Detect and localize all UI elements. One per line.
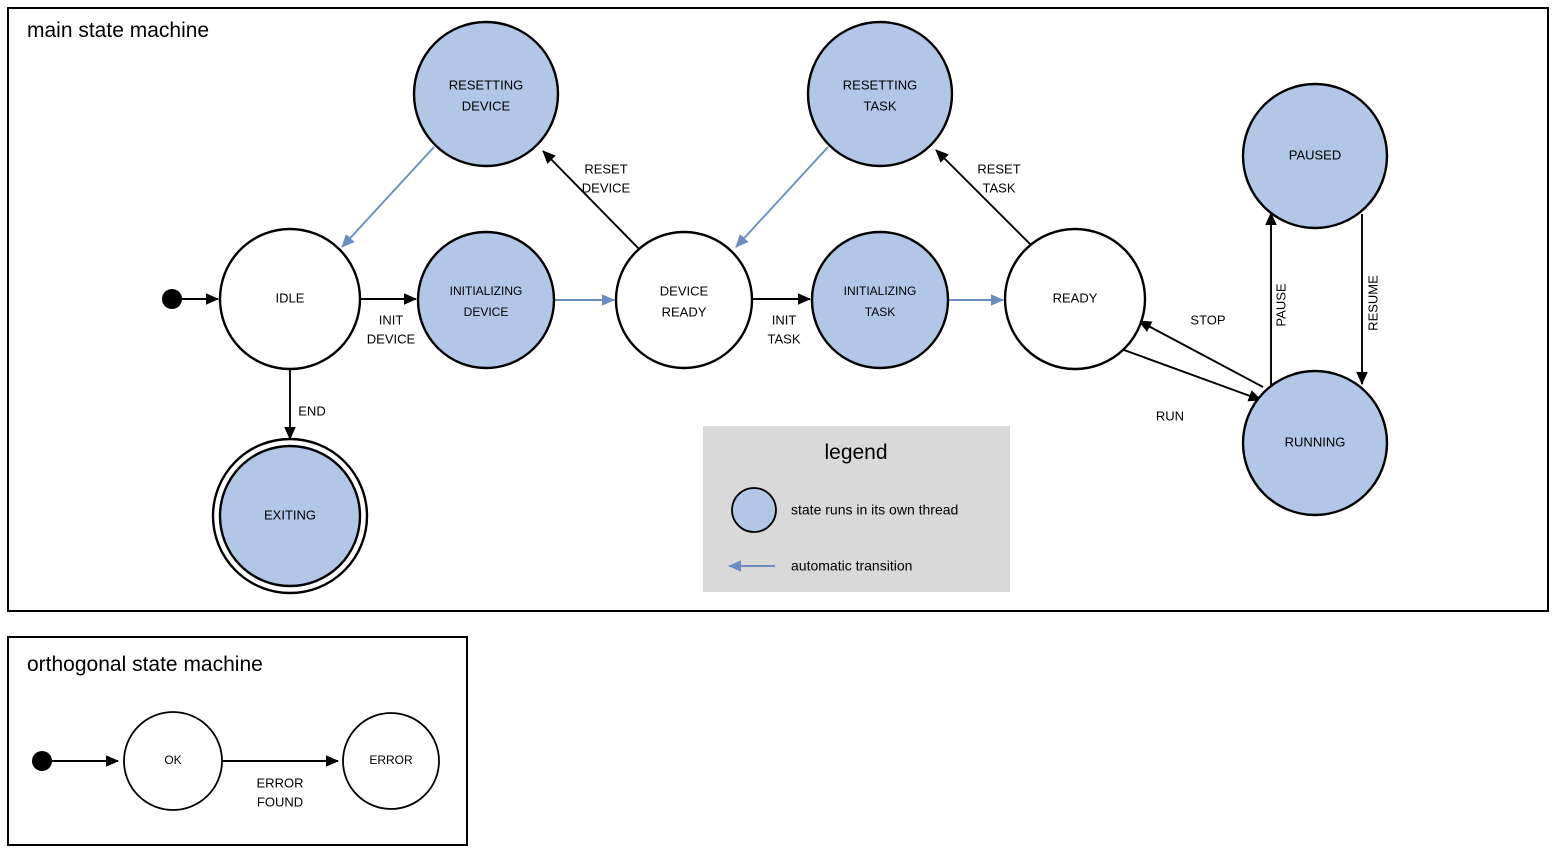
orthogonal-state-machine-title: orthogonal state machine [27, 653, 263, 676]
state-paused-shape[interactable] [1241, 82, 1389, 230]
state-paused-label: PAUSED [1289, 147, 1342, 162]
state-initializing-task[interactable]: INITIALIZING TASK [810, 230, 950, 370]
transition-ok-error: ERROR FOUND [222, 755, 340, 809]
state-resetting-task[interactable]: RESETTING TASK [806, 20, 954, 168]
transition-ready-reset-task: RESET TASK [935, 149, 1037, 251]
edge-label-init-device-line1: INIT [379, 312, 404, 327]
legend-item-thread-label: state runs in its own thread [791, 502, 958, 518]
transition-reset-device-idle [341, 146, 435, 248]
edge-label-pause: PAUSE [1273, 283, 1288, 326]
state-initializing-device[interactable]: INITIALIZING DEVICE [416, 230, 556, 370]
state-error-label: ERROR [369, 753, 413, 767]
transition-idle-end-exiting: END [284, 369, 326, 441]
edge-label-resume: RESUME [1365, 275, 1380, 331]
state-ok[interactable]: OK [123, 711, 223, 811]
transition-start-ok [32, 751, 120, 771]
state-initializing-device-label-line1: INITIALIZING [450, 284, 523, 298]
state-idle-label: IDLE [276, 290, 305, 305]
state-ok-shape[interactable] [123, 711, 223, 811]
edge-ready-running-run [1123, 349, 1262, 402]
state-paused[interactable]: PAUSED [1241, 82, 1389, 230]
legend-item-auto-label: automatic transition [791, 558, 912, 574]
transition-idle-init-device: INIT DEVICE [360, 293, 418, 346]
state-resetting-task-label-line2: TASK [864, 98, 897, 113]
edge-label-error-found-line2: FOUND [257, 794, 303, 809]
state-running[interactable]: RUNNING [1241, 369, 1389, 517]
edge-label-stop: STOP [1190, 312, 1225, 327]
state-ready[interactable]: READY [1003, 227, 1147, 371]
transition-running-pause-paused: PAUSE [1265, 211, 1288, 385]
edge-label-end: END [298, 403, 325, 418]
legend: legend state runs in its own thread auto… [703, 426, 1010, 592]
legend-thread-circle-icon [731, 487, 777, 533]
state-device-ready-label-line1: DEVICE [660, 283, 709, 298]
transition-device-ready-reset-device: RESET DEVICE [542, 150, 644, 254]
state-device-ready-shape[interactable] [614, 230, 754, 370]
edge-label-reset-task-line1: RESET [977, 161, 1020, 176]
transition-start-idle [162, 289, 220, 309]
edge-label-reset-device-line2: DEVICE [582, 180, 631, 195]
edge-ready-reset-task [935, 149, 1037, 251]
state-resetting-device-label-line1: RESETTING [449, 77, 523, 92]
state-initializing-device-shape[interactable] [416, 230, 556, 370]
orthogonal-initial-state-marker [32, 751, 52, 771]
legend-title: legend [824, 441, 887, 464]
state-idle-shape[interactable] [218, 227, 362, 371]
state-initializing-task-shape[interactable] [810, 230, 950, 370]
state-running-label: RUNNING [1285, 434, 1346, 449]
edge-device-ready-reset-device [542, 150, 644, 254]
transition-device-ready-init-task: INIT TASK [752, 293, 812, 346]
edge-label-run: RUN [1156, 408, 1184, 423]
state-resetting-device-label-line2: DEVICE [462, 98, 511, 113]
state-error[interactable]: ERROR [342, 712, 440, 810]
edge-label-error-found-line1: ERROR [257, 775, 304, 790]
edge-label-reset-task-line2: TASK [983, 180, 1016, 195]
state-error-shape[interactable] [342, 712, 440, 810]
edge-label-init-task-line1: INIT [772, 312, 797, 327]
state-resetting-device-shape[interactable] [412, 20, 560, 168]
transition-paused-resume-running: RESUME [1356, 214, 1380, 386]
state-initializing-task-label-line2: TASK [865, 305, 895, 319]
state-ready-shape[interactable] [1003, 227, 1147, 371]
edge-label-init-device-line2: DEVICE [367, 331, 416, 346]
initial-state-marker [162, 289, 182, 309]
state-idle[interactable]: IDLE [218, 227, 362, 371]
state-exiting-label: EXITING [264, 507, 316, 522]
transition-running-stop-ready: STOP [1138, 312, 1264, 388]
state-ok-label: OK [164, 753, 181, 767]
state-exiting[interactable]: EXITING [211, 437, 369, 595]
state-device-ready-label-line2: READY [662, 304, 707, 319]
transition-reset-task-device-ready [735, 146, 829, 248]
state-exiting-shape[interactable] [218, 444, 362, 588]
state-running-shape[interactable] [1241, 369, 1389, 517]
state-resetting-task-label-line1: RESETTING [843, 77, 917, 92]
state-initializing-task-label-line1: INITIALIZING [844, 284, 917, 298]
state-device-ready[interactable]: DEVICE READY [614, 230, 754, 370]
state-resetting-task-shape[interactable] [806, 20, 954, 168]
edge-running-ready-stop [1138, 320, 1264, 388]
state-ready-label: READY [1053, 290, 1098, 305]
edge-reset-task-device-ready [735, 146, 829, 248]
edge-reset-device-idle [341, 146, 435, 248]
transition-ready-run-running: RUN [1123, 349, 1262, 423]
state-initializing-device-label-line2: DEVICE [464, 305, 509, 319]
state-resetting-device[interactable]: RESETTING DEVICE [412, 20, 560, 168]
edge-label-reset-device-line1: RESET [584, 161, 627, 176]
edge-label-init-task-line2: TASK [768, 331, 801, 346]
main-state-machine-title: main state machine [27, 19, 209, 42]
